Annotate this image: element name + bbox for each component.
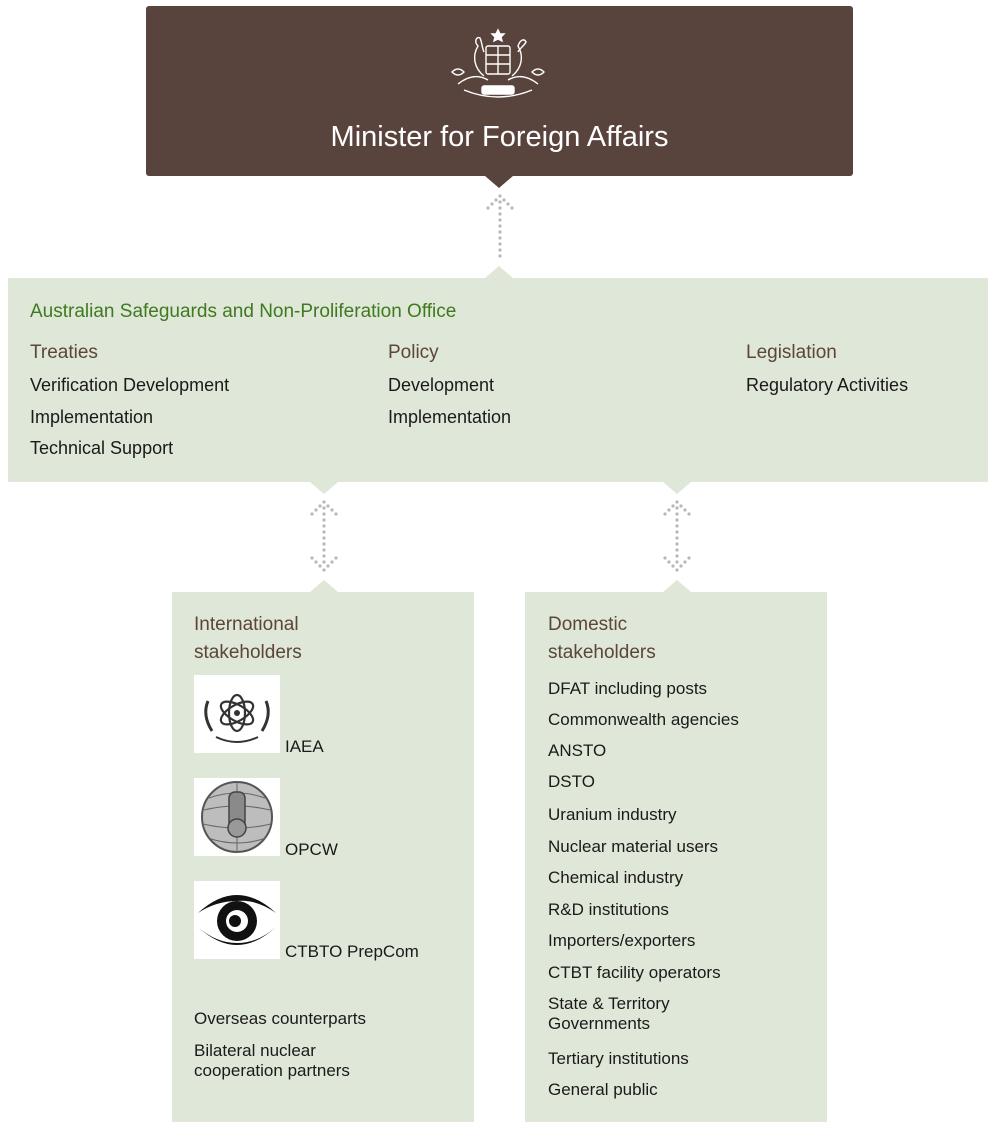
list-item: Commonwealth agencies <box>548 710 739 729</box>
heading-line: stakeholders <box>548 642 656 663</box>
iaea-logo-icon <box>194 675 280 753</box>
heading-line: stakeholders <box>194 642 302 663</box>
minister-pointer <box>485 176 513 188</box>
opcw-label: OPCW <box>285 840 338 859</box>
column-heading: Policy <box>388 342 439 363</box>
domestic-heading: Domestic stakeholders <box>548 611 656 667</box>
australian-coat-of-arms-icon <box>451 28 545 98</box>
opcw-logo-icon <box>194 778 280 856</box>
bidirectional-arrow-icon <box>486 194 514 258</box>
ctbto-label: CTBTO PrepCom <box>285 942 419 961</box>
international-pointer <box>310 580 338 592</box>
international-heading: International stakeholders <box>194 611 302 667</box>
list-item: ANSTO <box>548 741 607 760</box>
iaea-label: IAEA <box>285 737 324 756</box>
column-item: Verification Development <box>30 375 230 395</box>
column-heading: Legislation <box>746 342 837 363</box>
list-item: Nuclear material users <box>548 837 719 856</box>
list-item: Uranium industry <box>548 805 677 824</box>
domestic-pointer <box>663 580 691 592</box>
office-panel <box>8 278 988 482</box>
list-item: DFAT including posts <box>548 679 708 698</box>
minister-title: Minister for Foreign Affairs <box>330 121 669 153</box>
column-policy: Policy Development Implementation <box>388 340 511 433</box>
list-item: State & Territory Governments <box>548 994 670 1033</box>
domestic-panel <box>525 592 827 1122</box>
list-item: DSTO <box>548 772 595 791</box>
list-item: Tertiary institutions <box>548 1049 689 1068</box>
bilateral-partners: Bilateral nuclear cooperation partners <box>194 1041 350 1080</box>
list-item: CTBT facility operators <box>548 963 721 982</box>
column-item: Technical Support <box>30 438 174 458</box>
overseas-counterparts: Overseas counterparts <box>194 1009 366 1028</box>
office-title: Australian Safeguards and Non-Proliferat… <box>30 301 457 322</box>
column-heading: Treaties <box>30 342 98 363</box>
list-item: General public <box>548 1080 658 1099</box>
office-pointer-top <box>485 266 513 278</box>
column-treaties: Treaties Verification Development Implem… <box>30 340 229 465</box>
column-legislation: Legislation Regulatory Activities <box>746 340 908 402</box>
list-item: Chemical industry <box>548 868 684 887</box>
column-item: Regulatory Activities <box>746 375 909 395</box>
column-item: Implementation <box>30 406 154 427</box>
office-pointer-right <box>663 482 691 494</box>
office-pointer-left <box>310 482 338 494</box>
list-item: Importers/exporters <box>548 931 696 950</box>
heading-line: International <box>194 614 299 635</box>
column-item: Implementation <box>388 406 512 427</box>
list-item: R&D institutions <box>548 900 669 919</box>
ctbto-logo-icon <box>194 881 280 959</box>
bidirectional-arrow-icon <box>663 500 691 572</box>
bidirectional-arrow-icon <box>310 500 338 572</box>
column-item: Development <box>388 375 495 395</box>
heading-line: Domestic <box>548 614 628 635</box>
